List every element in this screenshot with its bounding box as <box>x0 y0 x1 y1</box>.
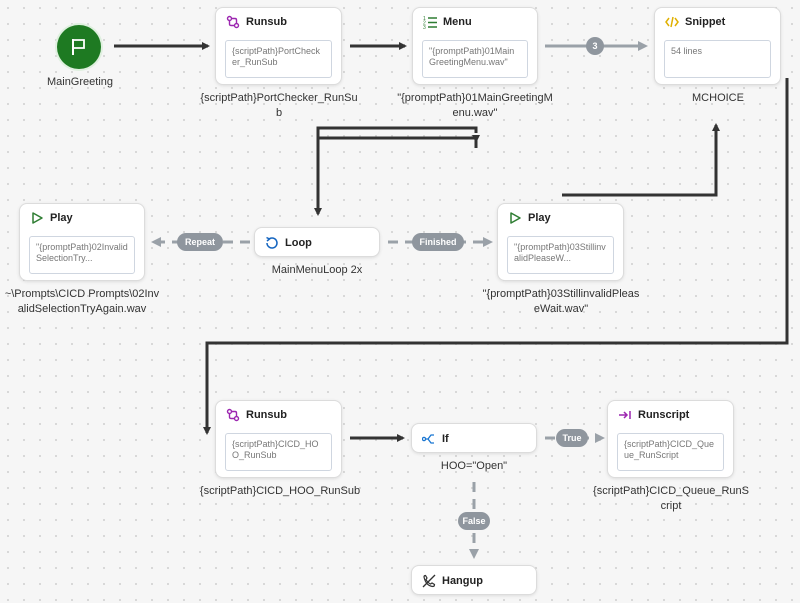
runsub-icon <box>226 408 240 422</box>
start-label: MainGreeting <box>46 76 114 88</box>
hangup-icon <box>422 574 436 588</box>
node-caption: {scriptPath}CICD_Queue_RunScript <box>593 485 749 512</box>
svg-text:3: 3 <box>423 25 426 29</box>
node-caption: MainMenuLoop 2x <box>271 264 363 276</box>
start-node[interactable] <box>57 25 101 69</box>
runsub-node-portchecker[interactable]: Runsub {scriptPath}PortChecker_RunSub <box>215 7 342 85</box>
edge-label-false: False <box>458 512 490 530</box>
node-preview: {scriptPath}CICD_Queue_RunScript <box>617 433 724 471</box>
runscript-node[interactable]: Runscript {scriptPath}CICD_Queue_RunScri… <box>607 400 734 478</box>
menu-node[interactable]: 1 2 3 Menu "{promptPath}01MainGreetingMe… <box>412 7 538 85</box>
edge-menu-to-loop <box>314 126 478 216</box>
node-caption: "{promptPath}03StillinvalidPleaseWait.wa… <box>482 288 640 315</box>
node-preview: "{promptPath}01MainGreetingMenu.wav" <box>422 40 528 78</box>
node-title: Play <box>50 212 73 224</box>
edge-label-true: True <box>556 429 588 447</box>
node-preview: {scriptPath}PortChecker_RunSub <box>225 40 332 78</box>
edge-count-badge: 3 <box>586 37 604 55</box>
play-node-still-invalid[interactable]: Play "{promptPath}03StillinvalidPleaseW.… <box>497 203 624 281</box>
node-preview: {scriptPath}CICD_HOO_RunSub <box>225 433 332 471</box>
svg-text:2: 2 <box>423 21 426 27</box>
node-caption: "{promptPath}01MainGreetingMenu.wav" <box>397 92 553 119</box>
node-caption: HOO="Open" <box>440 460 508 472</box>
node-caption: {scriptPath}CICD_HOO_RunSub <box>199 485 361 497</box>
node-title: If <box>442 433 449 445</box>
loop-icon <box>266 236 278 249</box>
runscript-icon <box>619 411 631 419</box>
node-preview: 54 lines <box>664 40 771 78</box>
branch-icon <box>422 434 434 444</box>
play-icon <box>510 212 521 224</box>
edge-play-to-snippet <box>562 123 720 197</box>
runsub-node-hoo[interactable]: Runsub {scriptPath}CICD_HOO_RunSub <box>215 400 342 478</box>
play-node-invalid-selection[interactable]: Play "{promptPath}02InvalidSelectionTry.… <box>19 203 145 281</box>
node-title: Runsub <box>246 16 287 28</box>
node-title: Runscript <box>638 409 690 421</box>
flag-icon <box>72 39 85 55</box>
svg-text:1: 1 <box>423 16 426 22</box>
loop-node[interactable]: Loop <box>254 227 380 257</box>
edge-label-repeat: Repeat <box>177 233 223 251</box>
play-icon <box>32 212 43 224</box>
node-title: Hangup <box>442 575 483 587</box>
menu-list-icon: 1 2 3 <box>423 16 437 29</box>
edge-loop-to-menu <box>316 136 478 214</box>
node-preview: "{promptPath}03StillinvalidPleaseW... <box>507 236 614 274</box>
snippet-node[interactable]: Snippet 54 lines <box>654 7 781 85</box>
node-caption: MCHOICE <box>692 92 744 104</box>
node-title: Runsub <box>246 409 287 421</box>
node-title: Loop <box>285 237 312 249</box>
node-title: Play <box>528 212 551 224</box>
node-title: Snippet <box>685 16 726 28</box>
node-title: Menu <box>443 16 472 28</box>
if-node[interactable]: If <box>411 423 537 453</box>
code-icon <box>665 16 679 28</box>
edge-label-finished: Finished <box>412 233 464 251</box>
node-caption: {scriptPath}PortChecker_RunSub <box>200 92 358 119</box>
hangup-node[interactable]: Hangup <box>411 565 537 595</box>
node-preview: "{promptPath}02InvalidSelectionTry... <box>29 236 135 274</box>
runsub-icon <box>226 15 240 29</box>
node-caption: ~\Prompts\CICD Prompts\02InvalidSelectio… <box>4 288 160 315</box>
